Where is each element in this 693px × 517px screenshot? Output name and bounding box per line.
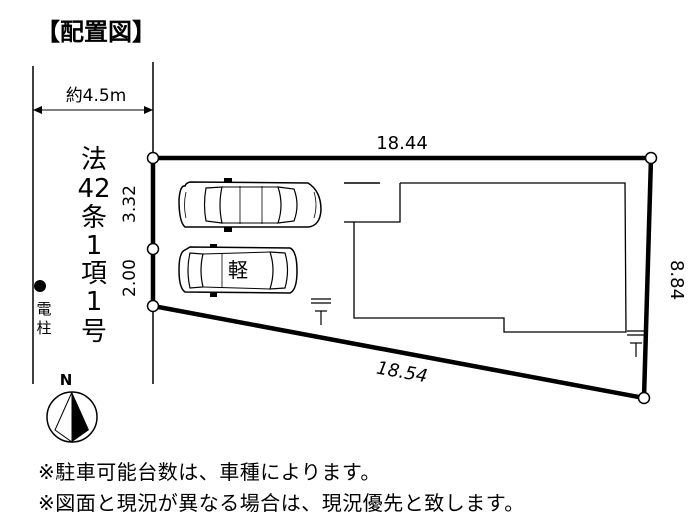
boundary-marker-top-right: [644, 151, 658, 165]
note-parking-capacity: ※駐車可能台数は、車種によります。: [38, 460, 381, 484]
ground-marker-right: [627, 330, 645, 357]
building-footprint: [353, 182, 627, 333]
road-type-char-0: 法: [81, 145, 107, 175]
road-type-char-3: 1: [86, 231, 103, 261]
road-width-arrow-left: [33, 106, 42, 114]
utility-pole-char-0: 電: [36, 300, 51, 318]
lot-bottom-length: 18.54: [375, 358, 429, 388]
lot-left-lower-length: 2.00: [120, 259, 140, 297]
utility-pole-char-1: 柱: [36, 319, 51, 337]
ground-marker-left: [311, 298, 331, 325]
boundary-marker-bottom-right: [637, 391, 651, 405]
boundary-marker-bottom-left: [146, 299, 160, 313]
boundary-marker-top-left: [146, 151, 160, 165]
north-compass-icon: [46, 391, 98, 443]
lot-left-upper-length: 3.32: [120, 185, 140, 223]
road-type-char-4: 項: [81, 259, 107, 289]
boundary-marker-left-middle: [146, 242, 160, 256]
north-label: N: [60, 371, 73, 389]
road-type-char-6: 号: [81, 317, 107, 347]
road-type-char-1: 42: [77, 174, 110, 204]
kei-car-icon: [178, 244, 298, 297]
lot-right-length: 8.84: [666, 260, 687, 300]
kei-car-label: 軽: [228, 258, 248, 282]
road-width-arrow-right: [144, 106, 153, 114]
road-type-char-5: 1: [86, 287, 103, 317]
note-current-condition-priority: ※図面と現況が異なる場合は、現況優先と致します。: [38, 491, 525, 515]
lot-top-length: 18.44: [376, 133, 428, 154]
sedan-car-icon: [178, 178, 322, 232]
utility-pole-icon: [34, 280, 46, 292]
road-width-label: 約4.5m: [66, 86, 127, 106]
plan-title: 【配置図】: [36, 18, 156, 46]
road-type-char-2: 条: [81, 203, 107, 233]
